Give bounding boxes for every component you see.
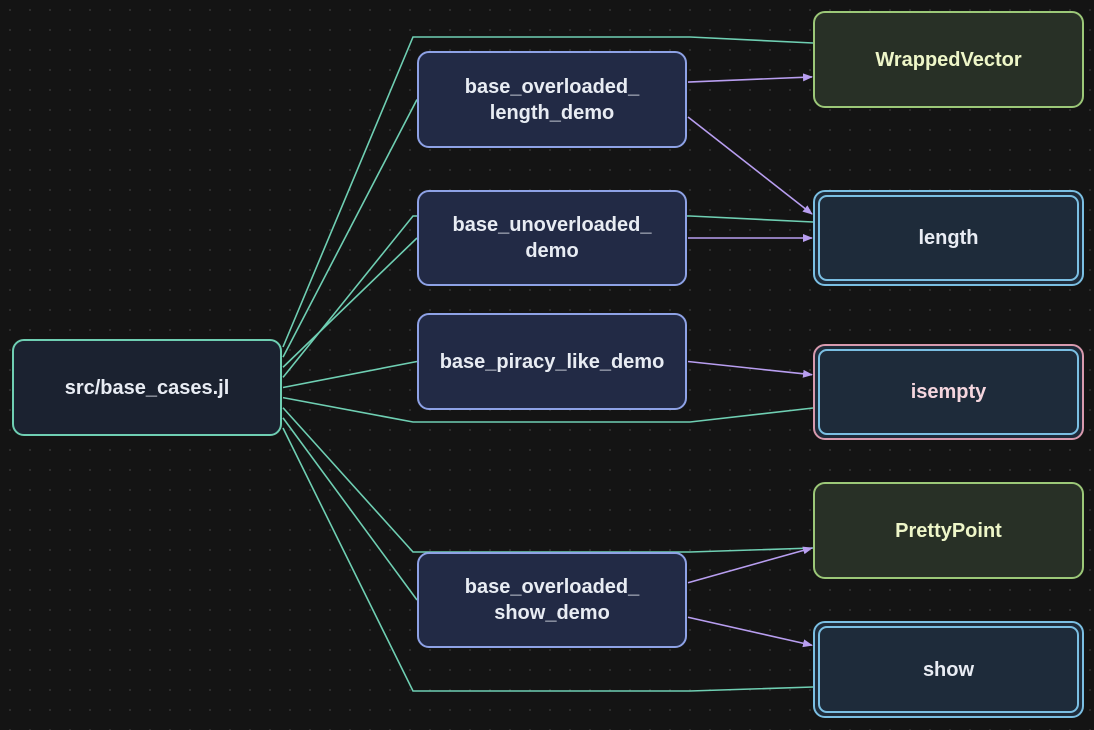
call-edge-base_overloaded_show_demo-to-show (687, 616, 813, 648)
node-label: base_overloaded_ length_demo (464, 75, 640, 124)
node-label: base_unoverloaded_ demo (452, 214, 652, 262)
function-node-base-overloaded-show-demo[interactable]: base_overloaded_ show_demo (417, 552, 687, 648)
node-label: PrettyPoint (895, 519, 1002, 542)
contains-edge-PrettyPoint (282, 407, 814, 553)
contains-edge-base_piracy_like_demo (282, 360, 418, 389)
call-edge-base_piracy_like_demo-to-isempty (687, 360, 813, 378)
contains-edge-show (282, 427, 814, 692)
type-node-wrapped-vector[interactable]: WrappedVector (813, 11, 1084, 108)
contains-edge-base_unoverloaded_demo (282, 237, 418, 368)
call-edge-base_overloaded_length_demo-to-length (687, 116, 813, 215)
node-label: WrappedVector (875, 48, 1022, 71)
function-node-base-unoverloaded-demo[interactable]: base_unoverloaded_ demo (417, 190, 687, 286)
contains-edge-base_overloaded_length_demo (282, 99, 418, 358)
call-edge-base_overloaded_show_demo-to-PrettyPoint (687, 546, 813, 584)
function-node-base-overloaded-length-demo[interactable]: base_overloaded_ length_demo (417, 51, 687, 148)
node-label: show (922, 658, 975, 681)
node-label: base_piracy_like_demo (439, 350, 665, 373)
contains-edge-base_overloaded_show_demo (282, 417, 418, 601)
node-label: base_overloaded_ show_demo (464, 576, 640, 624)
base-function-node-show[interactable]: show (813, 621, 1084, 718)
node-label: length (918, 227, 979, 249)
base-function-node-length[interactable]: length (813, 190, 1084, 286)
call-edge-base_overloaded_length_demo-to-WrappedVector (687, 73, 813, 83)
function-node-base-piracy-like-demo[interactable]: base_piracy_like_demo (417, 313, 687, 410)
contains-edge-isempty (282, 396, 814, 423)
node-label: isempty (910, 381, 987, 403)
file-node-base-cases[interactable]: src/base_cases.jl (12, 339, 282, 436)
contains-edge-WrappedVector (282, 36, 814, 348)
node-label: src/base_cases.jl (64, 376, 230, 399)
type-node-pretty-point[interactable]: PrettyPoint (813, 482, 1084, 579)
base-function-node-isempty[interactable]: isempty (813, 344, 1084, 440)
